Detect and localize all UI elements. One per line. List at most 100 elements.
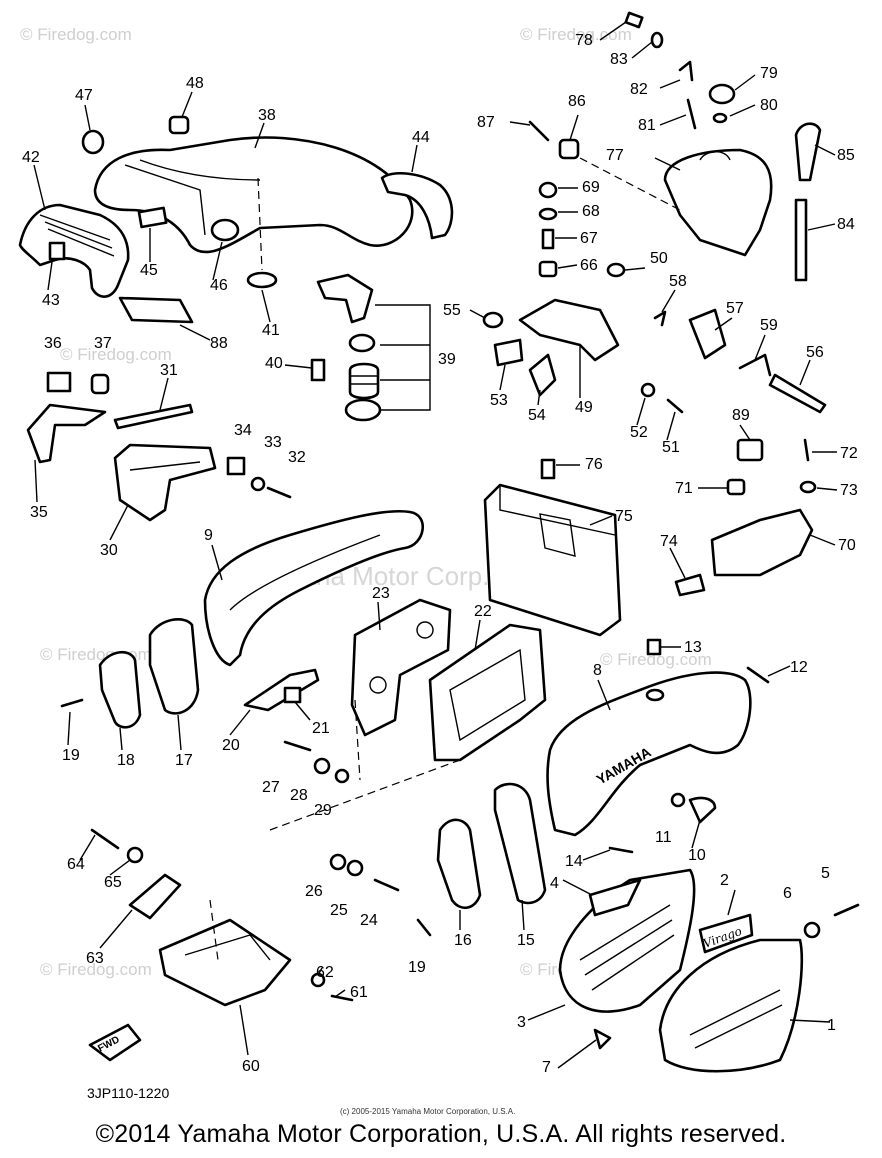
part-78-pin [624,11,644,29]
part-55-grommet [482,311,504,329]
part-80-ring [712,112,728,124]
label-part-27: 27 [262,779,280,796]
label-part-45: 45 [140,262,158,279]
watermark-3: © Firedog.com [60,345,172,364]
part-41-cap [246,271,278,289]
part-29-nut [334,768,350,784]
part-34-clip [226,456,246,476]
label-part-64: 64 [67,856,85,873]
label-part-55: 55 [443,302,461,319]
part-drawings: YAMAHA Virago FWD [18,11,860,1073]
part-68-washer [538,207,558,221]
label-part-18: 18 [117,752,135,769]
label-part-66: 66 [580,257,598,274]
part-72-bolt [803,438,810,462]
part-15-cover [493,782,547,905]
part-16-cover [436,818,482,909]
label-part-5: 5 [821,865,830,882]
label-part-73: 73 [840,482,858,499]
part-52-washer [640,382,656,398]
part-31-strip [113,403,194,430]
part-85-hose [794,122,822,182]
label-part-52: 52 [630,424,648,441]
part-39-collar [344,398,382,422]
part-74-plate [674,573,706,597]
label-part-12: 12 [790,659,808,676]
label-part-59: 59 [760,317,778,334]
part-27-bolt [283,740,312,752]
label-part-74: 74 [660,533,678,550]
label-part-40: 40 [265,355,283,372]
label-part-77: 77 [606,147,624,164]
label-part-9: 9 [204,527,213,544]
part-22-panel [428,623,547,762]
label-part-87: 87 [477,114,495,131]
part-8-cover [546,671,752,837]
part-2-emblem [698,913,754,954]
label-part-47: 47 [75,87,93,104]
part-89-grommet [736,438,764,462]
label-part-3: 3 [517,1014,526,1031]
part-37-grommet [90,373,110,395]
label-part-30: 30 [100,542,118,559]
label-part-89: 89 [732,407,750,424]
label-part-81: 81 [638,117,656,134]
watermark-5: © Firedog.com [600,650,712,669]
part-6-grommet [803,921,821,939]
part-39-bracket [316,273,374,324]
part-49-bracket [518,298,620,362]
part-26-washer [329,853,347,871]
part-12-clip [746,666,770,684]
label-part-37: 37 [94,335,112,352]
label-part-82: 82 [630,81,648,98]
part-50-clip [606,262,626,278]
label-part-2: 2 [720,872,729,889]
label-part-28: 28 [290,787,308,804]
label-part-35: 35 [30,504,48,521]
part-5-bolt [833,903,860,917]
part-65-washer [126,846,144,864]
part-14-bolt [608,846,634,854]
part-7-clip [593,1028,612,1050]
part-67-collar [541,228,555,250]
label-part-10: 10 [688,847,706,864]
label-part-6: 6 [783,885,792,902]
label-part-41: 41 [262,322,280,339]
part-25-washer [346,859,364,877]
label-part-24: 24 [360,912,378,929]
part-87-pin [528,120,550,142]
part-21-clip [283,686,302,704]
part-76-bolt [540,458,556,480]
label-part-76: 76 [585,456,603,473]
part-3-side-cover [558,868,696,1013]
label-part-39: 39 [438,351,456,368]
label-part-26: 26 [305,883,323,900]
fwd-arrow [88,1023,142,1062]
label-part-22: 22 [474,603,492,620]
part-59-spring [738,353,772,377]
label-part-80: 80 [760,97,778,114]
part-54-plate [528,353,557,397]
label-part-70: 70 [838,537,856,554]
part-75-battery-box [483,483,622,637]
label-part-60: 60 [242,1058,260,1075]
label-part-23: 23 [372,585,390,602]
label-part-16: 16 [454,932,472,949]
label-part-63: 63 [86,950,104,967]
part-81-screw [686,98,697,130]
part-73-nut [799,480,817,494]
label-part-69: 69 [582,179,600,196]
part-24-bolt [373,878,400,892]
part-42-grab-rail [18,203,130,298]
part-64-bolt [90,828,120,850]
part-56-shaft [768,373,827,414]
label-part-85: 85 [837,147,855,164]
part-36-block [46,371,72,393]
label-part-44: 44 [412,129,430,146]
small-copyright: (c) 2005-2015 Yamaha Motor Corporation, … [340,1107,515,1116]
label-part-61: 61 [350,984,368,1001]
part-30-duct [113,443,217,522]
label-part-11: 11 [655,829,672,846]
part-48-grommet [168,115,190,135]
part-53-bracket [493,338,524,367]
